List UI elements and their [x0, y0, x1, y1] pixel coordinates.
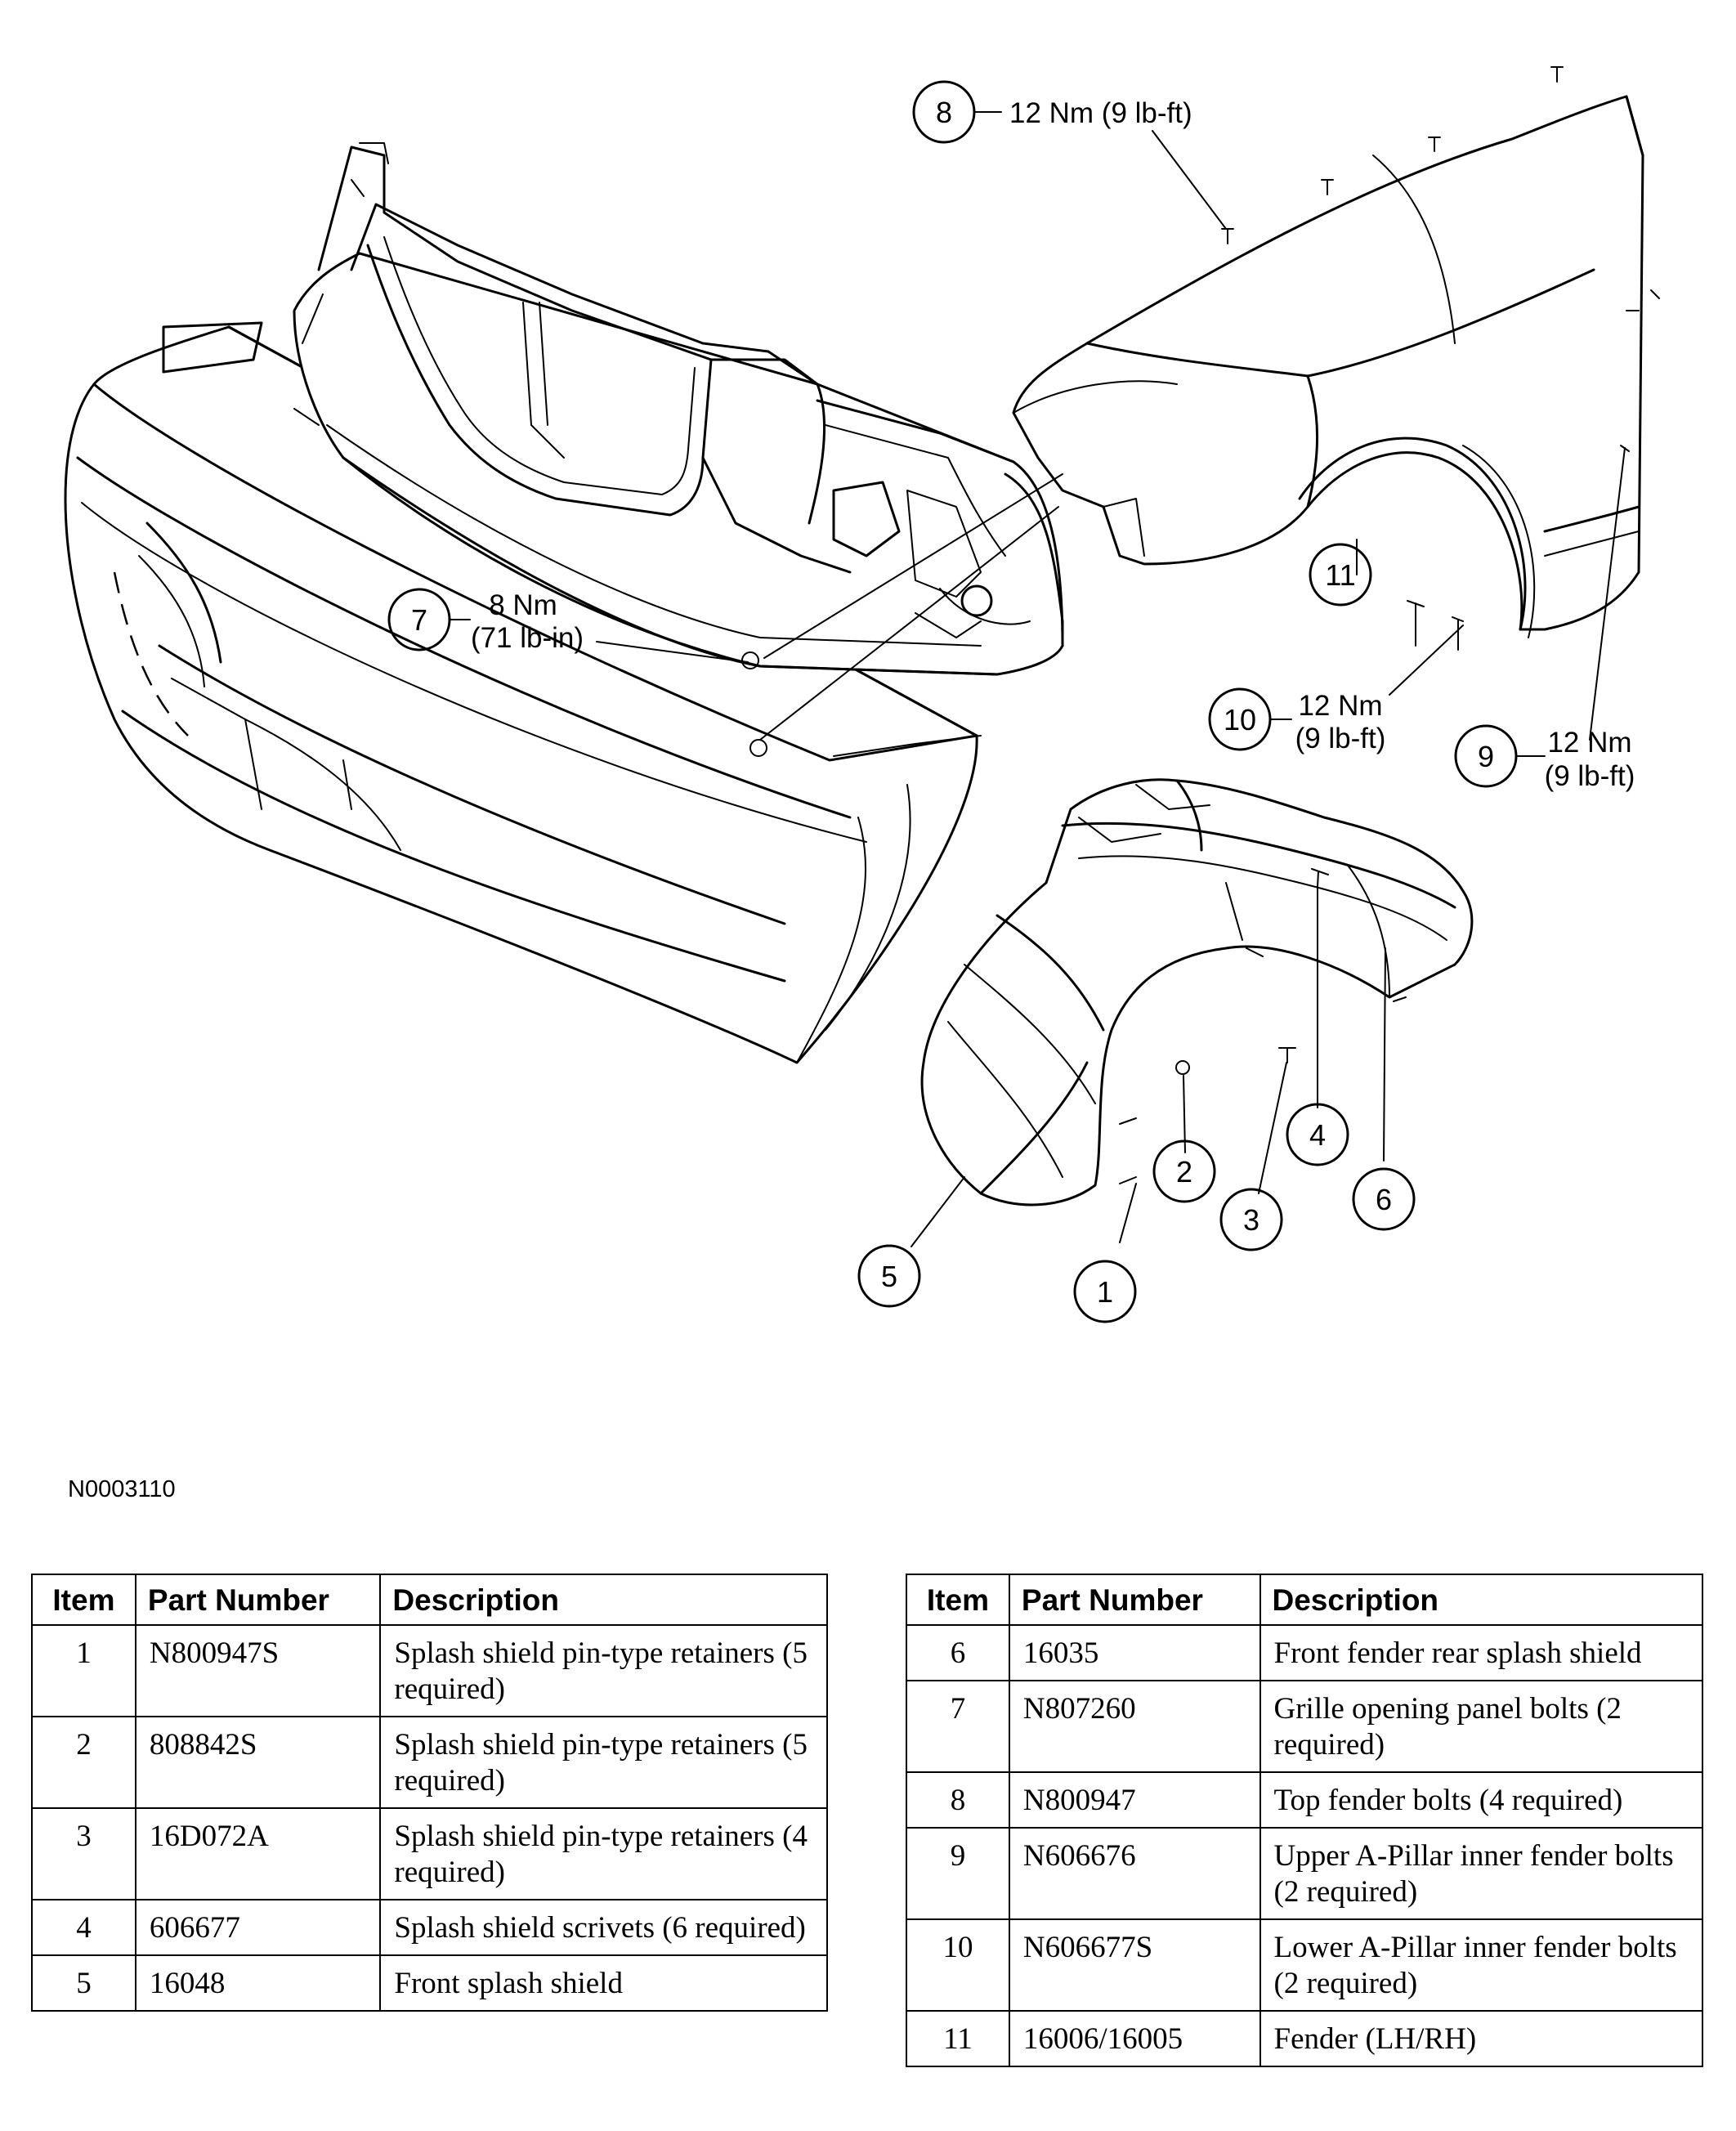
table-header-row: Item Part Number Description	[31, 1574, 828, 1626]
grille-opening-panel	[293, 142, 1064, 676]
description-cell: Splash shield scrivets (6 required)	[379, 1899, 828, 1956]
callout-8: 8 12 Nm (9 lb-ft)	[912, 80, 1192, 144]
part-number-cell: 808842S	[134, 1716, 382, 1809]
svg-text:12 Nm (9 lb-ft): 12 Nm (9 lb-ft)	[1009, 97, 1192, 129]
part-number-cell: N800947	[1008, 1771, 1261, 1829]
callout-11: 11	[1309, 543, 1372, 607]
table-header-row: Item Part Number Description	[906, 1574, 1703, 1626]
column-header-description: Description	[1259, 1574, 1703, 1626]
part-number-cell: 606677	[134, 1899, 382, 1956]
svg-text:2: 2	[1176, 1155, 1192, 1189]
table-row: 10 N606677S Lower A-Pillar inner fender …	[906, 1918, 1703, 2012]
svg-text:8 Nm: 8 Nm	[489, 589, 557, 621]
description-cell: Splash shield pin-type retainers (4 requ…	[379, 1807, 828, 1900]
svg-text:(9 lb-ft): (9 lb-ft)	[1545, 760, 1635, 792]
svg-text:6: 6	[1376, 1183, 1392, 1216]
table-row: 8 N800947 Top fender bolts (4 required)	[906, 1771, 1703, 1829]
svg-text:8: 8	[936, 96, 952, 129]
item-cell: 4	[31, 1899, 136, 1956]
description-cell: Top fender bolts (4 required)	[1259, 1771, 1703, 1829]
svg-text:4: 4	[1309, 1118, 1326, 1152]
item-cell: 2	[31, 1716, 136, 1809]
description-cell: Splash shield pin-type retainers (5 requ…	[379, 1716, 828, 1809]
item-cell: 1	[31, 1624, 136, 1717]
callout-1: 1	[1073, 1260, 1137, 1323]
part-number-cell: 16035	[1008, 1624, 1261, 1681]
part-number-cell: 16048	[134, 1954, 382, 2012]
column-header-item: Item	[31, 1574, 136, 1626]
table-row: 6 16035 Front fender rear splash shield	[906, 1624, 1703, 1681]
svg-text:12 Nm: 12 Nm	[1298, 690, 1382, 722]
leader-lines	[596, 130, 1626, 1247]
fasteners	[741, 66, 1660, 1184]
callout-4: 4	[1286, 1103, 1349, 1166]
svg-text:1: 1	[1097, 1275, 1113, 1309]
column-header-item: Item	[906, 1574, 1010, 1626]
part-number-cell: N606676	[1008, 1827, 1261, 1920]
callout-3: 3	[1219, 1188, 1283, 1251]
exploded-parts-diagram: 1 2 3 4 5 6 7 8 Nm (71 lb-in) 8 12 Nm (9…	[64, 66, 1660, 1323]
svg-text:(71 lb-in): (71 lb-in)	[471, 622, 584, 654]
description-cell: Upper A-Pillar inner fender bolts (2 req…	[1259, 1827, 1703, 1920]
svg-text:7: 7	[411, 603, 427, 637]
column-header-description: Description	[379, 1574, 828, 1626]
callout-2: 2	[1152, 1139, 1216, 1203]
figure-code: N0003110	[68, 1476, 176, 1502]
item-cell: 3	[31, 1807, 136, 1900]
description-cell: Splash shield pin-type retainers (5 requ…	[379, 1624, 828, 1717]
item-cell: 7	[906, 1680, 1010, 1773]
callout-6: 6	[1352, 1167, 1416, 1231]
svg-text:(9 lb-ft): (9 lb-ft)	[1295, 723, 1386, 754]
callout-10: 10 12 Nm (9 lb-ft)	[1208, 687, 1386, 754]
table-row: 3 16D072A Splash shield pin-type retaine…	[31, 1807, 828, 1900]
svg-text:10: 10	[1224, 703, 1256, 736]
table-row: 4 606677 Splash shield scrivets (6 requi…	[31, 1899, 828, 1956]
callout-7: 7 8 Nm (71 lb-in)	[387, 588, 584, 654]
svg-text:11: 11	[1325, 558, 1355, 592]
parts-table-right: Item Part Number Description 6 16035 Fro…	[906, 1574, 1703, 2067]
svg-text:9: 9	[1478, 740, 1494, 773]
table-row: 11 16006/16005 Fender (LH/RH)	[906, 2010, 1703, 2067]
description-cell: Grille opening panel bolts (2 required)	[1259, 1680, 1703, 1773]
splash-shields	[920, 778, 1474, 1207]
table-row: 2 808842S Splash shield pin-type retaine…	[31, 1716, 828, 1809]
front-bumper-cover	[64, 321, 982, 1064]
item-cell: 8	[906, 1771, 1010, 1829]
description-cell: Front fender rear splash shield	[1259, 1624, 1703, 1681]
svg-text:5: 5	[881, 1260, 897, 1293]
callout-9: 9 12 Nm (9 lb-ft)	[1454, 724, 1635, 792]
item-cell: 5	[31, 1954, 136, 2012]
callout-5: 5	[857, 1244, 921, 1308]
part-number-cell: N807260	[1008, 1680, 1261, 1773]
description-cell: Fender (LH/RH)	[1259, 2010, 1703, 2067]
description-cell: Front splash shield	[379, 1954, 828, 2012]
part-number-cell: 16D072A	[134, 1807, 382, 1900]
item-cell: 6	[906, 1624, 1010, 1681]
svg-text:12 Nm: 12 Nm	[1547, 727, 1631, 759]
column-header-part-number: Part Number	[134, 1574, 382, 1626]
item-cell: 10	[906, 1918, 1010, 2012]
description-cell: Lower A-Pillar inner fender bolts (2 req…	[1259, 1918, 1703, 2012]
table-row: 9 N606676 Upper A-Pillar inner fender bo…	[906, 1827, 1703, 1920]
svg-text:3: 3	[1243, 1203, 1259, 1237]
table-row: 7 N807260 Grille opening panel bolts (2 …	[906, 1680, 1703, 1773]
parts-table-left: Item Part Number Description 1 N800947S …	[31, 1574, 828, 2012]
item-cell: 11	[906, 2010, 1010, 2067]
column-header-part-number: Part Number	[1008, 1574, 1261, 1626]
table-row: 5 16048 Front splash shield	[31, 1954, 828, 2012]
part-number-cell: 16006/16005	[1008, 2010, 1261, 2067]
item-cell: 9	[906, 1827, 1010, 1920]
part-number-cell: N606677S	[1008, 1918, 1261, 2012]
part-number-cell: N800947S	[134, 1624, 382, 1717]
table-row: 1 N800947S Splash shield pin-type retain…	[31, 1624, 828, 1717]
fender	[1012, 95, 1644, 638]
